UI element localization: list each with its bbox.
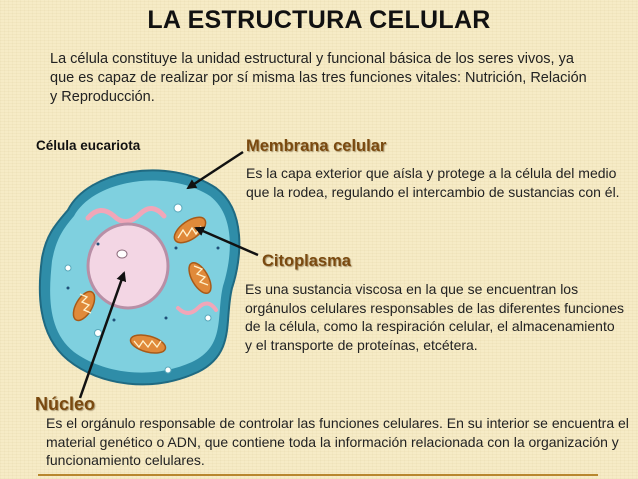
nucleolus bbox=[116, 249, 128, 259]
mitochondria bbox=[72, 216, 212, 354]
membrana-heading: Membrana celular bbox=[246, 137, 387, 155]
vesicles bbox=[64, 203, 212, 374]
nucleo-arrow bbox=[78, 271, 127, 399]
cell-label: Célula eucariota bbox=[36, 138, 141, 153]
membrana-description: Es la capa exterior que aísla y protege … bbox=[246, 165, 620, 200]
page-title: LA ESTRUCTURA CELULAR bbox=[147, 6, 491, 34]
endoplasmic-reticulum bbox=[85, 206, 167, 224]
nucleo-heading: Núcleo bbox=[35, 394, 96, 414]
ribosomes bbox=[66, 242, 220, 322]
nucleo-description: Es el orgánulo responsable de controlar … bbox=[46, 415, 629, 468]
citoplasma-arrow bbox=[194, 226, 259, 257]
intro-text: La célula constituye la unidad estructur… bbox=[50, 51, 587, 105]
bottom-divider bbox=[38, 474, 598, 476]
membrana-arrow bbox=[186, 150, 244, 190]
citoplasma-description: Es una sustancia viscosa en la que se en… bbox=[245, 281, 625, 353]
eukaryotic-cell-illustration bbox=[38, 169, 241, 386]
citoplasma-heading: Citoplasma bbox=[262, 252, 351, 270]
nucleus bbox=[86, 222, 170, 310]
